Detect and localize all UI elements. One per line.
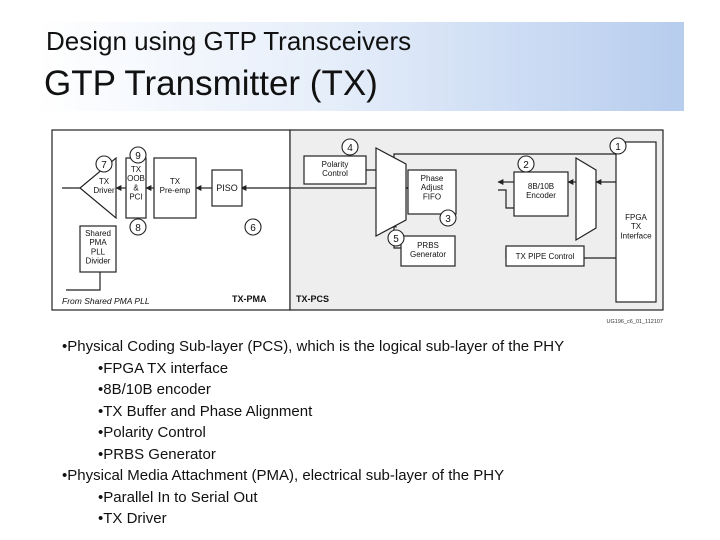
svg-text:4: 4 [347,143,353,154]
polarity-mux [375,147,407,237]
callout-3: 3 [439,209,457,227]
encoder-block [513,171,569,217]
bullet-item: •8B/10B encoder [98,381,211,398]
slide-title: GTP Transmitter (TX) [44,64,378,103]
tx-preemp-block [153,157,197,219]
svg-text:1: 1 [615,142,621,153]
tx-pma-label: TX-PMA [232,294,267,304]
piso-block [211,169,243,207]
encoder-mux [575,156,597,242]
bullet-item: •Physical Coding Sub-layer (PCS), which … [62,338,565,355]
polarity-control-block [303,155,367,185]
bullet-item: •TX Buffer and Phase Alignment [98,402,313,420]
shared-pma-pll-block [79,225,117,273]
fpga-tx-interface-block [615,141,657,303]
slide-subtitle: Design using GTP Transceivers [46,26,412,56]
prbs-generator-block [400,235,456,267]
bullet-item: •TX Driver [98,510,167,527]
bullet-item: •Physical Media Attachment (PMA), electr… [62,467,505,484]
bullet-item: •FPGA TX interface [98,359,229,377]
callout-9: 9 [129,146,147,164]
svg-text:7: 7 [101,160,107,171]
tx-pipe-control-label: TX PIPE Control [516,252,575,261]
svg-text:8: 8 [135,223,141,234]
tx-driver [79,156,117,220]
callout-7: 7 [95,155,113,173]
bullet-item: •Parallel In to Serial Out [98,488,258,506]
svg-text:9: 9 [135,151,141,162]
svg-text:5: 5 [393,234,399,245]
svg-text:2: 2 [523,160,529,171]
svg-text:6: 6 [250,223,256,234]
callout-8: 8 [129,218,147,236]
tx-pcs-label: TX-PCS [296,294,329,304]
callout-6: 6 [244,218,262,236]
callout-1: 1 [609,137,627,155]
svg-text:3: 3 [445,214,451,225]
from-shared-label: From Shared PMA PLL [62,296,150,306]
callout-2: 2 [517,155,535,173]
title-band: Design using GTP Transceivers GTP Transm… [36,22,684,111]
bullet-item: •PRBS Generator [98,445,216,463]
tx-pipe-control-block [505,245,585,267]
bullet-list: •Physical Coding Sub-layer (PCS), which … [62,336,564,530]
bullet-item: •Polarity Control [98,424,206,441]
piso-label: PISO [216,183,238,193]
phase-adjust-fifo-block [407,169,457,215]
figure-id-label: UG196_c6_01_112107 [607,319,663,325]
callout-5: 5 [387,229,405,247]
callout-4: 4 [341,138,359,156]
